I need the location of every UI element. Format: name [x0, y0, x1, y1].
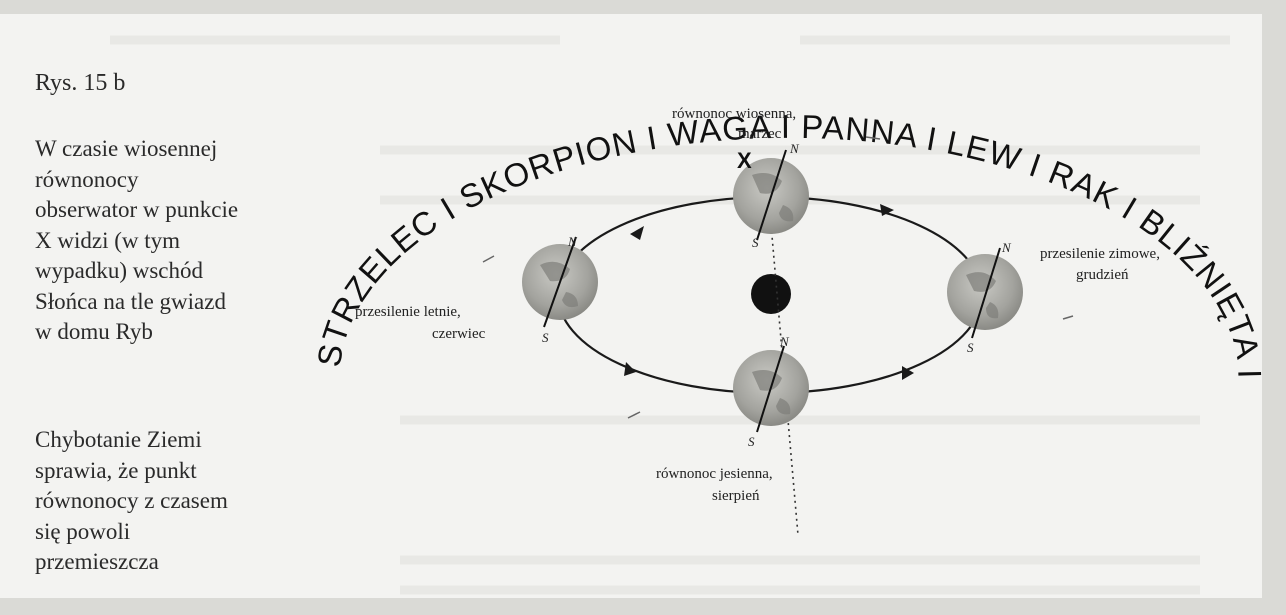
zodiac-ring-text: STRZELEC I SKORPION I WAGA I PANNA I LEW…: [0, 0, 1268, 391]
label-winter-line-2: grudzień: [1076, 267, 1129, 283]
label-winter-line-1: przesilenie zimowe,: [1040, 246, 1160, 262]
pole-label-north: N: [1001, 240, 1012, 255]
pole-label-south: S: [967, 340, 974, 355]
pole-label-north: N: [789, 141, 800, 156]
earth-autumn: [733, 346, 809, 432]
label-spring-line-1: równonoc wiosenna,: [672, 106, 796, 122]
label-autumn-line-2: sierpień: [712, 488, 760, 504]
label-spring-line-2: marzec: [738, 126, 782, 142]
orbit-arrow: [624, 362, 636, 376]
pole-label-north: N: [779, 334, 790, 349]
zodiac-ring-path-text: STRZELEC I SKORPION I WAGA I PANNA I LEW…: [0, 0, 1268, 391]
pole-label-north: N: [567, 234, 578, 249]
earth-winter: [947, 248, 1023, 338]
pole-label-south: S: [748, 434, 755, 449]
observer-x-mark: X: [737, 148, 752, 173]
label-summer-line-1: przesilenie letnie,: [355, 304, 461, 320]
earth-summer: [522, 237, 598, 327]
label-autumn-line-1: równonoc jesienna,: [656, 466, 773, 482]
pole-label-south: S: [752, 235, 759, 250]
sun: [751, 274, 791, 314]
pole-label-south: S: [542, 330, 549, 345]
label-summer-line-2: czerwiec: [432, 326, 486, 342]
orbit-arrow: [630, 226, 644, 240]
